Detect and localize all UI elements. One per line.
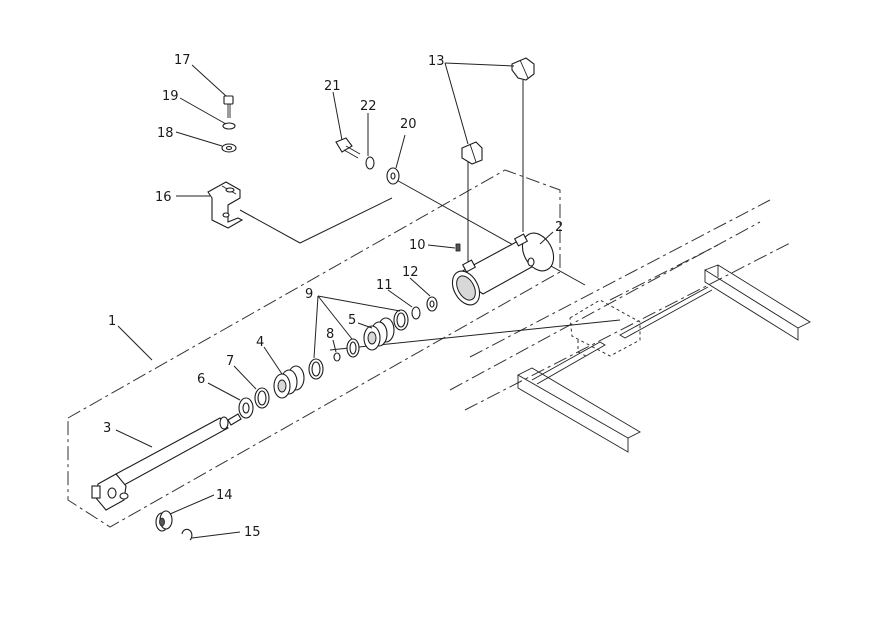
washer-22 bbox=[365, 156, 375, 170]
callout-7: 7 bbox=[226, 354, 234, 369]
callout-16: 16 bbox=[155, 190, 172, 205]
callout-10: 10 bbox=[409, 238, 426, 253]
piston-components bbox=[238, 296, 438, 419]
cylinder-tube-2 bbox=[451, 232, 555, 306]
bushing-clip-group bbox=[155, 510, 193, 541]
callout-21: 21 bbox=[324, 79, 341, 94]
callout-3: 3 bbox=[103, 421, 111, 436]
bracket-16 bbox=[207, 181, 244, 229]
elbow-fitting-lower bbox=[461, 141, 483, 165]
callout-8: 8 bbox=[326, 327, 334, 342]
snap-ring-15 bbox=[181, 528, 193, 541]
callout-15: 15 bbox=[244, 525, 261, 540]
callout-4: 4 bbox=[256, 335, 264, 350]
lock-washer-19 bbox=[222, 122, 236, 130]
callout-6: 6 bbox=[197, 372, 205, 387]
callout-14: 14 bbox=[216, 488, 233, 503]
elbow-fittings-13 bbox=[461, 57, 535, 165]
washer-11 bbox=[411, 306, 421, 320]
callout-9: 9 bbox=[305, 287, 313, 302]
elbow-fitting-upper bbox=[511, 57, 535, 81]
bolt-washer-group bbox=[335, 137, 400, 185]
bolt-17 bbox=[223, 95, 234, 105]
callout-5: 5 bbox=[348, 313, 356, 328]
callout-13: 13 bbox=[428, 54, 445, 69]
callout-22: 22 bbox=[360, 99, 377, 114]
callout-labels: 17 19 18 16 21 22 20 13 2 10 12 11 9 5 8… bbox=[103, 53, 563, 540]
callout-19: 19 bbox=[162, 89, 179, 104]
piston-rod-3 bbox=[91, 413, 242, 511]
machine-frame-rails bbox=[449, 199, 811, 453]
callout-18: 18 bbox=[157, 126, 174, 141]
callout-20: 20 bbox=[400, 117, 417, 132]
assembly-1-outline bbox=[67, 169, 561, 528]
mounting-bracket-group bbox=[207, 95, 244, 229]
callout-12: 12 bbox=[402, 265, 419, 280]
o-ring-8 bbox=[333, 352, 341, 362]
callout-2: 2 bbox=[555, 220, 563, 235]
bolt-21 bbox=[335, 137, 353, 153]
plug-10 bbox=[455, 243, 461, 252]
callout-1: 1 bbox=[108, 314, 116, 329]
callout-17: 17 bbox=[174, 53, 191, 68]
leader-lines bbox=[115, 62, 554, 539]
callout-11: 11 bbox=[376, 278, 393, 293]
